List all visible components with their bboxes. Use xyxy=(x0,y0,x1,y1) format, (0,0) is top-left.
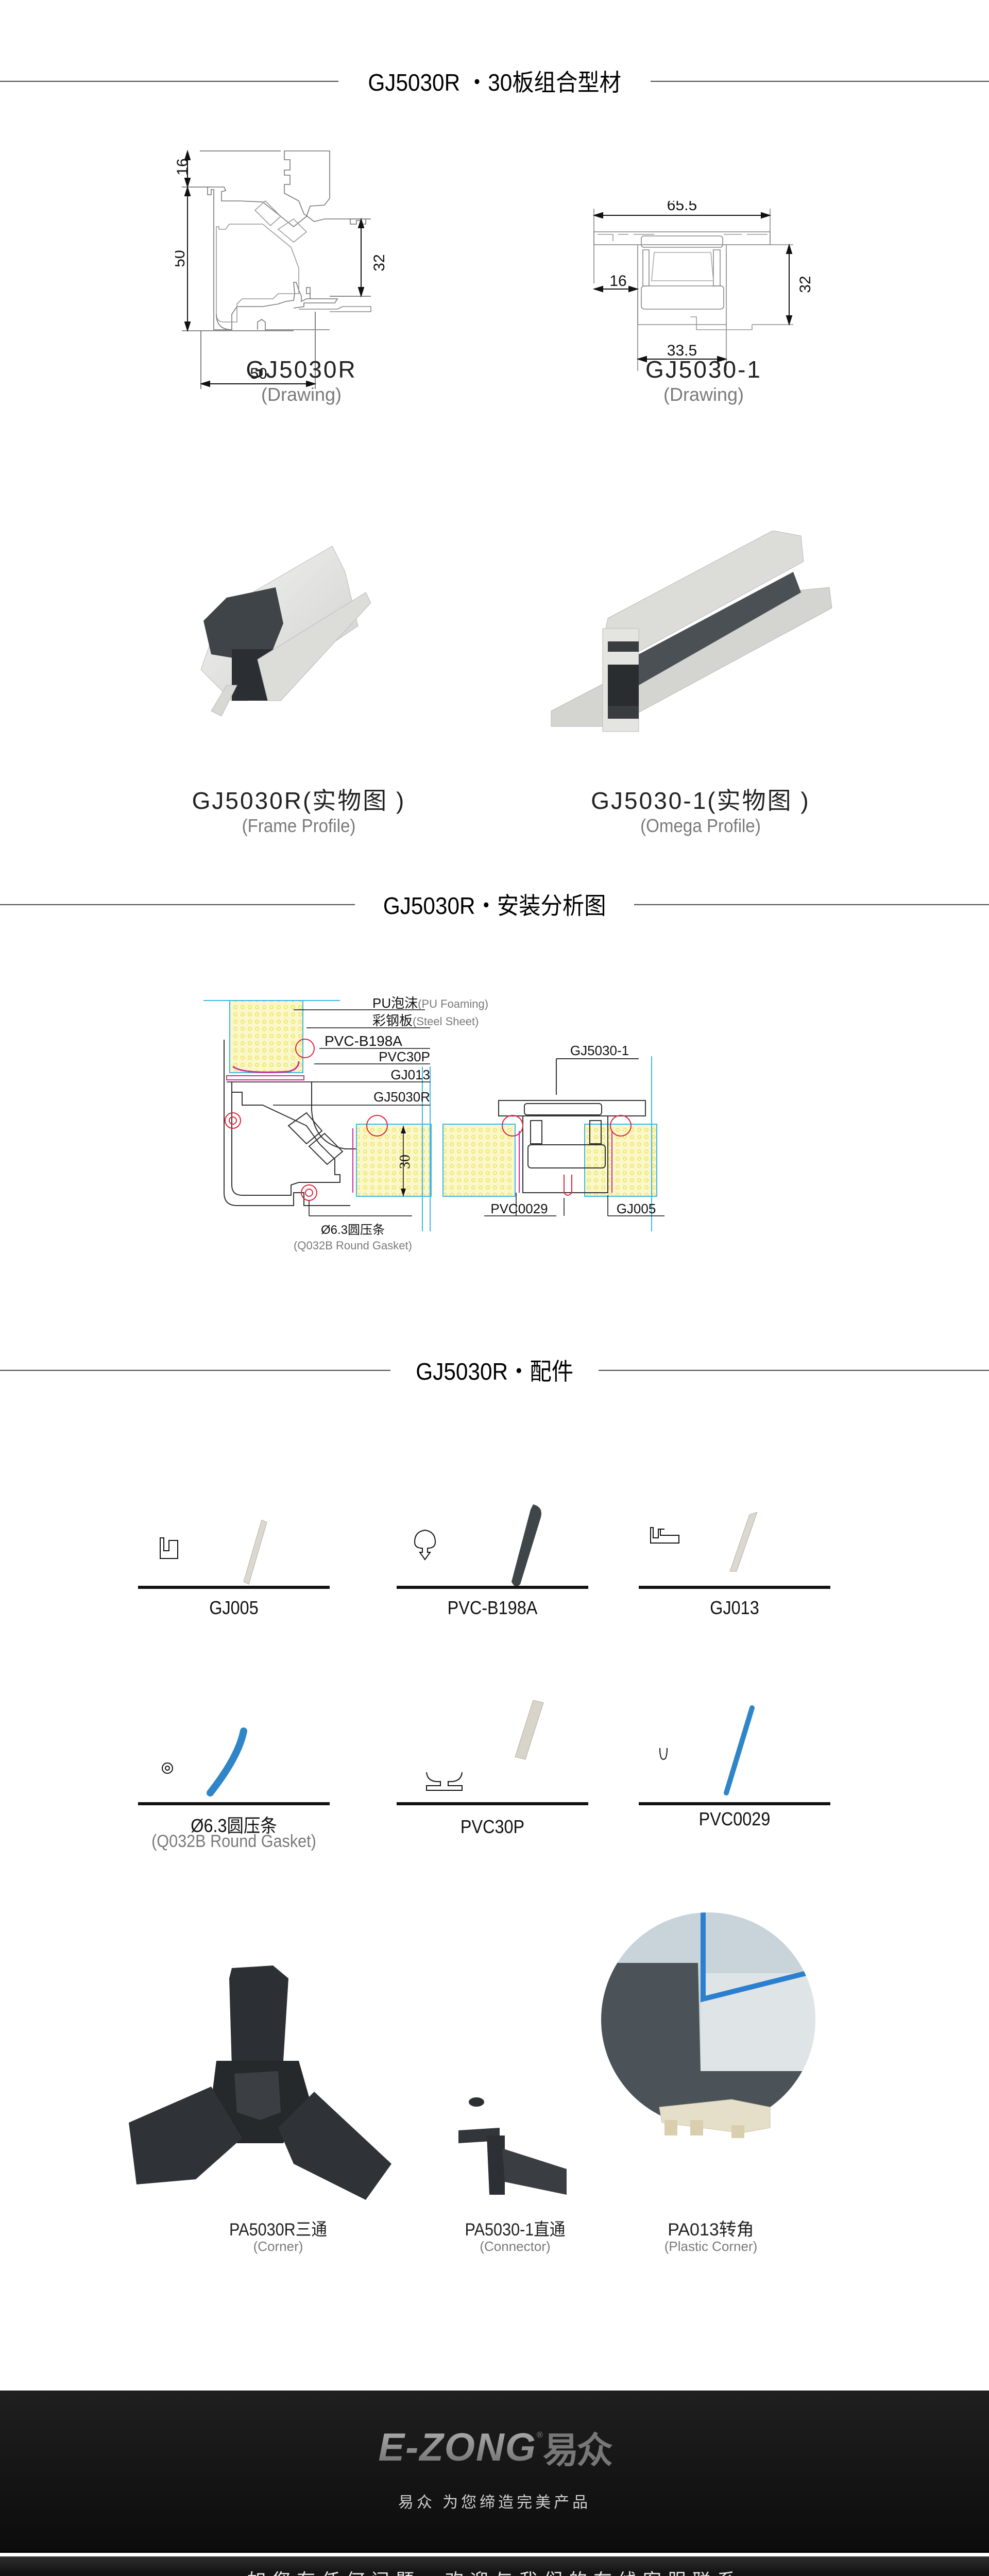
accessory-name: Ø6.3圆压条 xyxy=(191,1815,277,1836)
section-heading-profiles: GJ5030R ・30板组合型材 xyxy=(0,65,989,96)
divider-line xyxy=(0,80,338,82)
pvc30p-photo xyxy=(515,1700,544,1760)
accessory-underline xyxy=(397,1802,588,1805)
contact-message: 如您有任何问题 欢迎与我们的在线客服联系 xyxy=(0,2566,989,2576)
svg-text:33.5: 33.5 xyxy=(667,342,697,359)
section-title: GJ5030R・安装分析图 xyxy=(383,892,606,919)
accessory-name: PVC0029 xyxy=(698,1808,771,1829)
footer-contact-bar xyxy=(0,2556,989,2576)
divider-line xyxy=(0,1369,390,1371)
accessory-pvc-b198a: PVC-B198A xyxy=(397,1484,588,1618)
section-title: GJ5030R ・30板组合型材 xyxy=(368,69,621,96)
photo-frame-profile xyxy=(155,531,443,747)
accessory-gj005: GJ005 xyxy=(138,1484,330,1618)
accessory-name: GJ013 xyxy=(710,1597,759,1618)
drawing-gj5030-1: 65.5 16 33.5 32 xyxy=(577,197,845,371)
connector-name: PA5030-1直通 xyxy=(465,2220,566,2240)
svg-text:30: 30 xyxy=(397,1155,413,1169)
connector-subtitle: (Corner) xyxy=(253,2239,303,2254)
round-gasket-section-icon xyxy=(162,1762,173,1774)
installation-diagram: 30 xyxy=(196,989,747,1288)
brand-tagline: 易众 为您缔造完美产品 xyxy=(398,2494,591,2511)
gj005-photo xyxy=(243,1520,267,1585)
photo-omega-profile xyxy=(546,530,845,747)
divider-line xyxy=(599,1369,989,1371)
accessory-underline xyxy=(138,1802,330,1805)
pvc0029-photo xyxy=(724,1705,755,1795)
svg-text:32: 32 xyxy=(797,276,814,293)
svg-text:GJ013: GJ013 xyxy=(390,1067,430,1082)
logo-text-cn: 易众 xyxy=(542,2430,613,2470)
svg-text:32: 32 xyxy=(371,254,388,271)
svg-text:16: 16 xyxy=(609,273,626,290)
svg-text:GJ5030R: GJ5030R xyxy=(373,1089,430,1105)
section-heading-install: GJ5030R・安装分析图 xyxy=(0,889,989,920)
svg-text:彩钢板(Steel Sheet): 彩钢板(Steel Sheet) xyxy=(372,1013,479,1028)
accessory-name: PVC-B198A xyxy=(447,1597,538,1618)
accessory-name: PVC30P xyxy=(460,1816,525,1837)
section-heading-accessories: GJ5030R・配件 xyxy=(0,1354,989,1385)
pvc-b198a-section-icon xyxy=(414,1529,436,1561)
svg-text:PVC-B198A: PVC-B198A xyxy=(325,1033,402,1049)
drawing-title: GJ5030R xyxy=(246,356,357,383)
pvc30p-section-icon xyxy=(426,1772,463,1791)
dim-label-16: 16 xyxy=(175,158,191,175)
gj013-photo xyxy=(729,1512,758,1572)
accessory-pvc30p: PVC30P xyxy=(397,1695,588,1850)
photo-corner-detail-circle xyxy=(600,1911,816,2128)
accessory-subtitle: (Q032B Round Gasket) xyxy=(151,1832,316,1851)
connector-name: PA013转角 xyxy=(668,2220,754,2240)
accessory-underline xyxy=(639,1586,830,1589)
svg-text:PVC0029: PVC0029 xyxy=(490,1201,548,1216)
footer-brand-panel xyxy=(0,2391,989,2553)
photo-straight-connector xyxy=(453,2092,572,2210)
pvc0029-section-icon xyxy=(659,1748,668,1760)
gj005-section-icon xyxy=(160,1537,178,1559)
svg-text:PU泡沫(PU Foaming): PU泡沫(PU Foaming) xyxy=(372,995,488,1011)
connector-name: PA5030R三通 xyxy=(229,2220,327,2240)
section-title: GJ5030R・配件 xyxy=(416,1358,573,1385)
registered-icon: ® xyxy=(536,2431,543,2439)
svg-text:65.5: 65.5 xyxy=(667,201,697,214)
svg-text:GJ005: GJ005 xyxy=(617,1201,656,1216)
svg-text:50: 50 xyxy=(175,250,188,267)
photo-plastic-corner xyxy=(654,2092,773,2148)
svg-text:50: 50 xyxy=(250,365,267,382)
drawing-title: GJ5030-1 xyxy=(645,356,762,383)
brand-logo: E-ZONG ® 易众 xyxy=(375,2425,614,2470)
svg-text:(Q032B Round Gasket): (Q032B Round Gasket) xyxy=(294,1239,412,1252)
accessory-underline xyxy=(138,1586,330,1589)
drawing-subtitle: (Drawing) xyxy=(261,384,342,405)
accessory-name: GJ005 xyxy=(209,1597,259,1618)
accessory-round-gasket: Ø6.3圆压条 (Q032B Round Gasket) xyxy=(138,1695,330,1851)
round-gasket-photo xyxy=(207,1727,247,1797)
gj013-section-icon xyxy=(650,1527,679,1544)
divider-line xyxy=(0,903,355,905)
accessory-underline xyxy=(639,1802,830,1805)
drawing-subtitle: (Drawing) xyxy=(663,384,744,405)
accessory-gj013: GJ013 xyxy=(639,1484,830,1618)
photo-subtitle: (Omega Profile) xyxy=(640,815,761,836)
connector-subtitle: (Connector) xyxy=(480,2239,551,2254)
logo-text-en: E-ZONG xyxy=(378,2425,537,2469)
pvc-b198a-photo xyxy=(511,1504,541,1586)
photo-title: GJ5030R(实物图 ) xyxy=(192,787,406,814)
svg-text:Ø6.3圆压条: Ø6.3圆压条 xyxy=(321,1223,385,1237)
photo-title: GJ5030-1(实物图 ) xyxy=(591,787,810,814)
svg-text:GJ5030-1: GJ5030-1 xyxy=(570,1043,629,1058)
connector-subtitle: (Plastic Corner) xyxy=(664,2239,758,2254)
accessory-pvc0029: PVC0029 xyxy=(639,1695,830,1850)
divider-line xyxy=(634,903,989,905)
gj5030-1-profile-drawing: 65.5 16 33.5 32 xyxy=(592,197,814,371)
divider-line xyxy=(651,80,989,82)
photo-subtitle: (Frame Profile) xyxy=(242,815,356,836)
accessory-underline xyxy=(397,1586,588,1589)
photo-corner-connector xyxy=(124,1958,402,2226)
svg-text:PVC30P: PVC30P xyxy=(379,1049,430,1064)
